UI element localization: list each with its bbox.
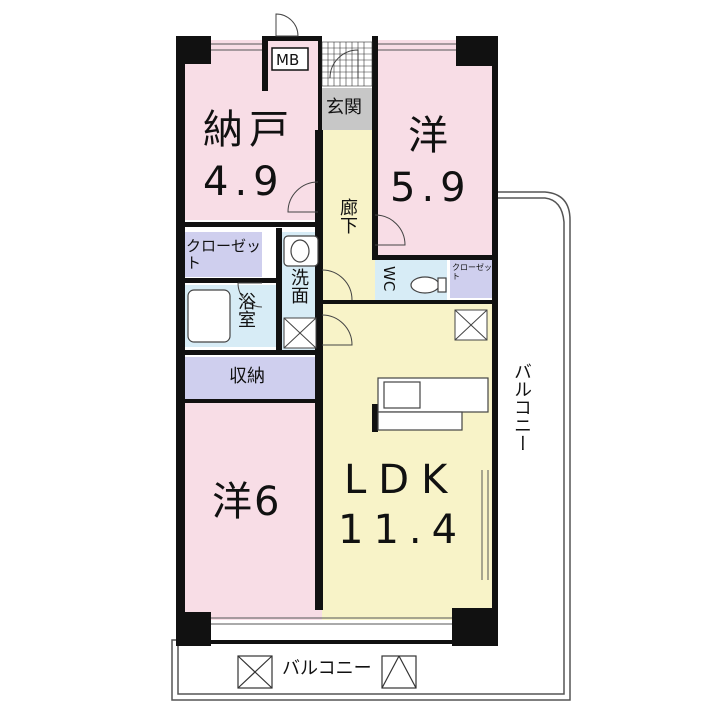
closet-left-area (182, 232, 262, 277)
door-swings (237, 13, 406, 346)
ldk-area (322, 300, 495, 620)
toilet (410, 276, 447, 294)
storage-room-size: 4.9 (203, 159, 285, 205)
walls (176, 36, 498, 646)
closet-small-label: クローゼット (452, 263, 492, 281)
closet-left-label: クローゼット (186, 237, 262, 273)
western-room-ne-area (375, 40, 495, 255)
closet-small-area (450, 258, 495, 298)
bathtub (187, 289, 231, 343)
balcony-bottom-label: バルコニー (282, 658, 372, 679)
meter-box-label: MB (276, 51, 300, 69)
storage-label: 収納 (229, 366, 265, 387)
western-room-sw-area (182, 402, 322, 620)
windows (211, 43, 489, 625)
washroom-label: 洗面 (288, 268, 309, 304)
hallway-area (322, 130, 375, 310)
balcony-side-label: バルコニー (511, 362, 532, 452)
fridge-space (454, 309, 488, 341)
western-room-sw-name: 洋6 (212, 479, 282, 525)
entrance-label: 玄関 (326, 97, 362, 118)
western-room-ne-size: 5.9 (390, 165, 472, 211)
ac-unit-right (381, 655, 417, 689)
entrance-area (322, 88, 375, 130)
meter-box (271, 47, 309, 71)
ldk-size: 11.4 (338, 507, 468, 553)
entrance-tiles (321, 41, 373, 87)
storage-area (182, 357, 322, 399)
western-room-ne-name: 洋 (408, 113, 454, 159)
bath-label: 浴室 (235, 292, 256, 328)
wc-label: WC (380, 266, 398, 292)
kitchen-counter (377, 377, 489, 431)
ac-unit-left (237, 655, 273, 689)
washer-pan (283, 317, 317, 349)
wash-basin (283, 235, 319, 267)
ldk-name: LDK (344, 457, 460, 503)
hallway-label: 廊下 (337, 198, 358, 234)
storage-room-name: 納戸 (203, 107, 295, 153)
